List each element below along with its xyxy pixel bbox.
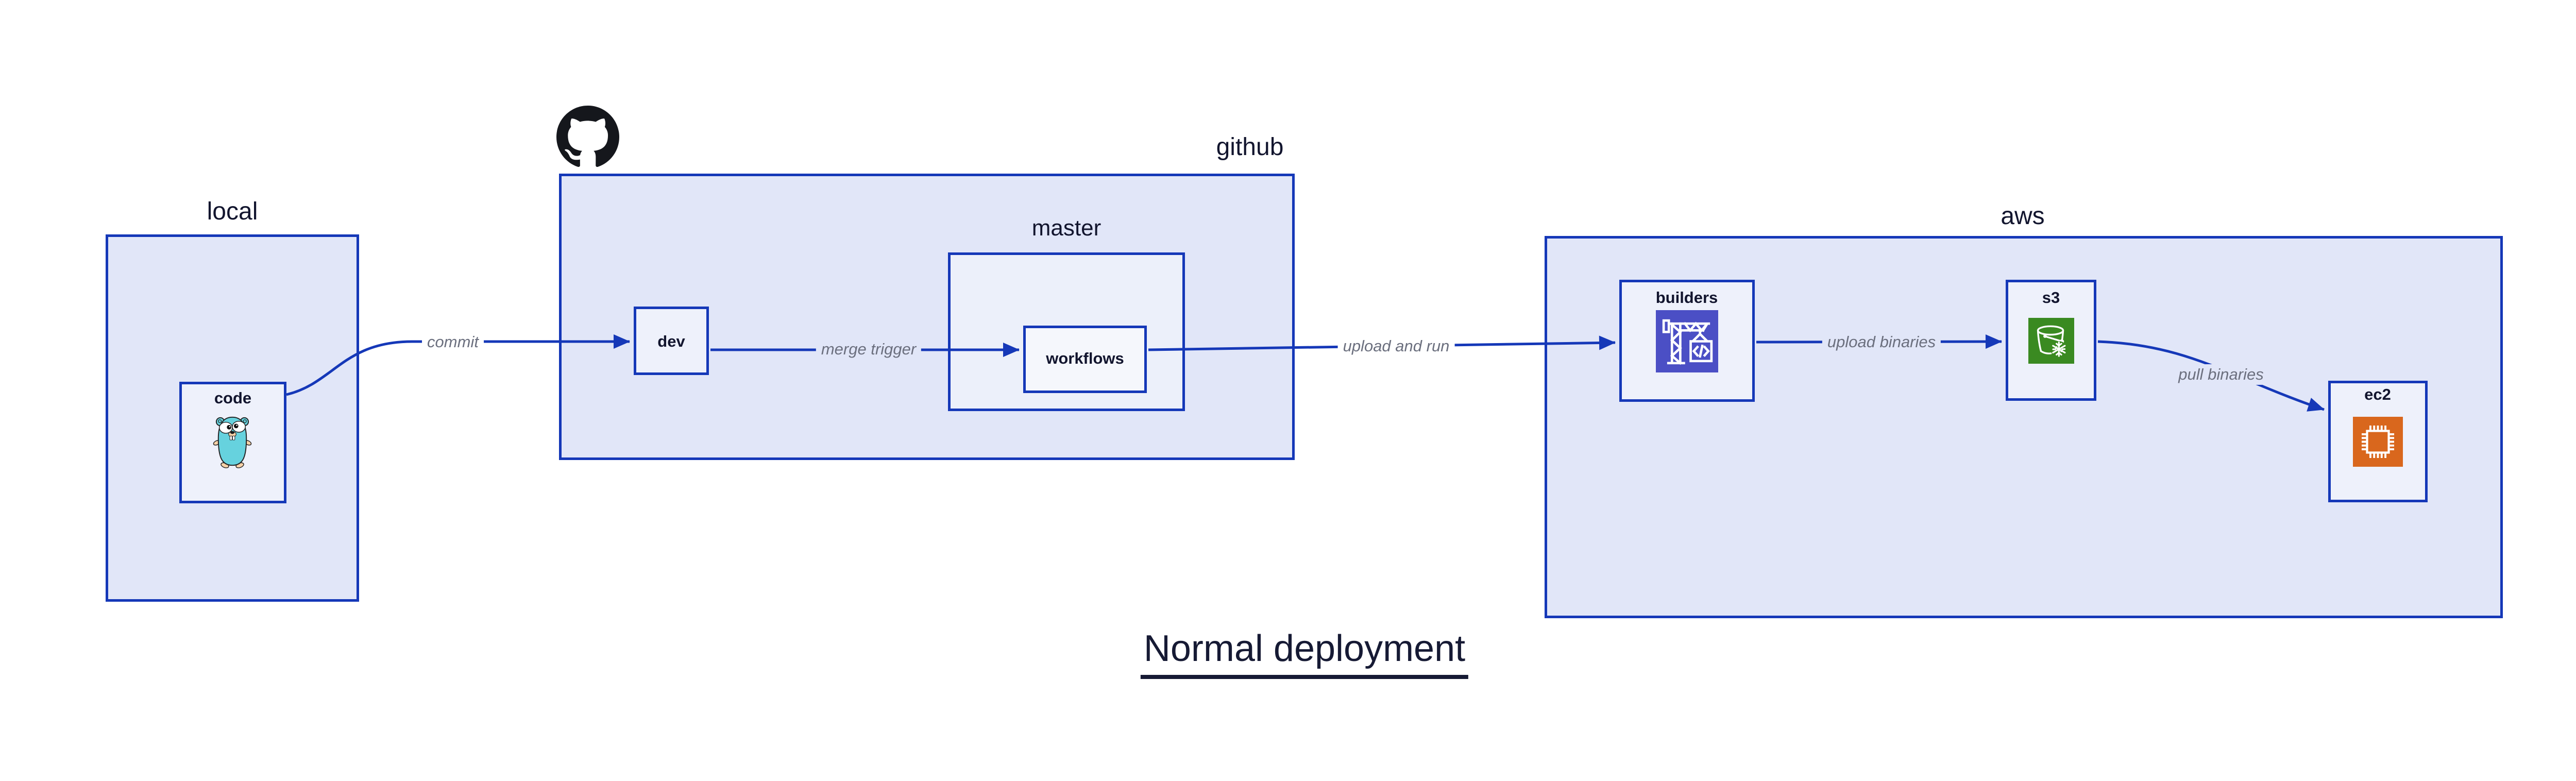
edge-label-merge-trigger: merge trigger xyxy=(816,339,922,360)
s3-node-label: s3 xyxy=(2042,288,2060,307)
builders-node-box xyxy=(1619,280,1755,402)
ec2-node-label: ec2 xyxy=(2364,385,2391,403)
edge-label-upload-and-run: upload and run xyxy=(1337,336,1455,356)
master-branch-title: master xyxy=(1031,215,1101,241)
code-node-label: code xyxy=(214,389,252,407)
aws-codebuild-icon xyxy=(1656,310,1718,372)
aws-s3-glacier-icon xyxy=(2028,318,2074,364)
workflows-node-label: workflows xyxy=(1046,349,1124,367)
edge-label-pull-binaries: pull binaries xyxy=(2173,364,2269,385)
dev-node-box xyxy=(634,307,709,375)
aws-ec2-icon xyxy=(2353,417,2403,467)
go-gopher-icon xyxy=(213,416,252,468)
edge-label-commit: commit xyxy=(422,332,484,352)
region-title-local: local xyxy=(207,198,258,225)
builders-node-label: builders xyxy=(1655,288,1718,307)
diagram-title: Normal deployment xyxy=(1140,627,1469,679)
dev-node-label: dev xyxy=(657,332,685,350)
workflows-node-box xyxy=(1023,326,1147,393)
edge-label-upload-binaries: upload binaries xyxy=(1822,332,1941,352)
github-octocat-icon xyxy=(556,106,619,167)
region-title-github: github xyxy=(1216,133,1284,161)
region-title-aws: aws xyxy=(2001,202,2045,230)
